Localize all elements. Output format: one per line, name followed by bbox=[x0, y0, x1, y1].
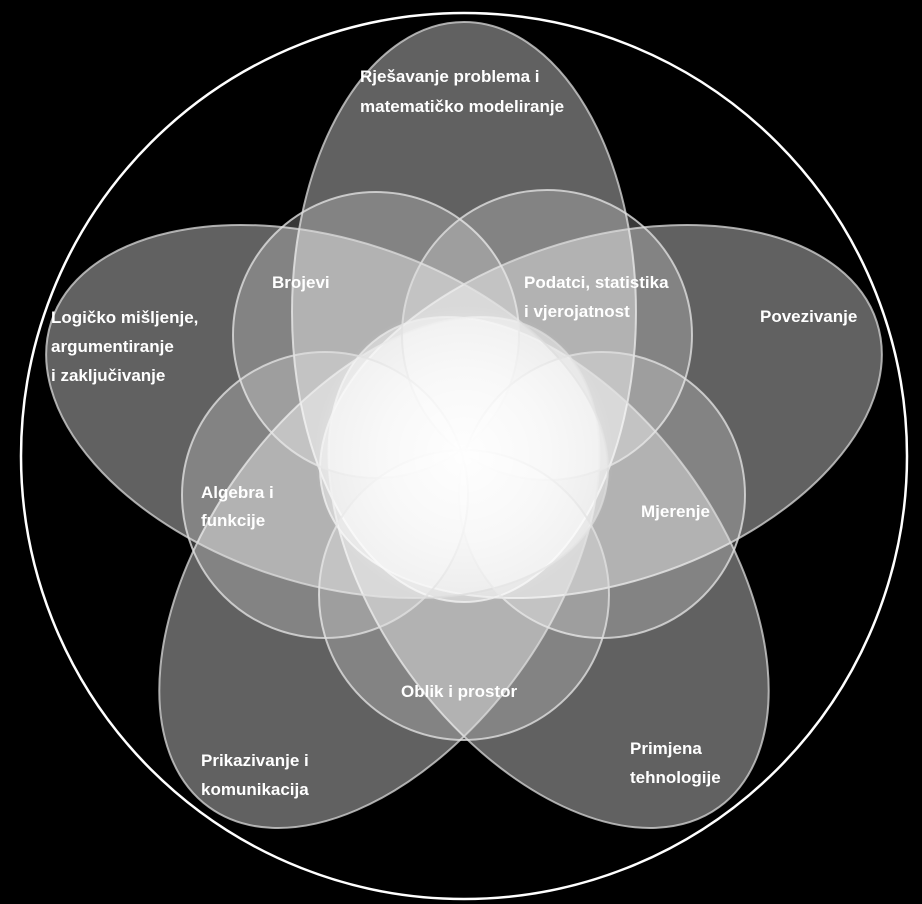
label-line: matematičko modeliranje bbox=[360, 97, 564, 116]
petal-lower-right-label: Primjena tehnologije bbox=[630, 739, 721, 787]
label-line: Algebra i bbox=[201, 483, 274, 502]
label-line: Primjena bbox=[630, 739, 702, 758]
petal-left-label: Logičko mišljenje, argumentiranje i zakl… bbox=[51, 308, 203, 385]
label-line: komunikacija bbox=[201, 780, 309, 799]
label-line: i zaključivanje bbox=[51, 366, 165, 385]
label-line: Oblik i prostor bbox=[401, 682, 518, 701]
outer-boundary-circle bbox=[19, 11, 909, 901]
circle-right-label: Mjerenje bbox=[641, 502, 710, 521]
label-line: Rješavanje problema i bbox=[360, 67, 540, 86]
label-line: Prikazivanje i bbox=[201, 751, 309, 770]
center-glow bbox=[314, 305, 614, 605]
circle-bottom-label: Oblik i prostor bbox=[401, 682, 518, 701]
petal-lower-left-label: Prikazivanje i komunikacija bbox=[201, 751, 313, 799]
label-line: tehnologije bbox=[630, 768, 721, 787]
label-line: funkcije bbox=[201, 511, 265, 530]
label-line: Povezivanje bbox=[760, 307, 857, 326]
label-line: Podatci, statistika bbox=[524, 273, 669, 292]
label-line: Brojevi bbox=[272, 273, 330, 292]
label-line: Mjerenje bbox=[641, 502, 710, 521]
circle-upper-left-label: Brojevi bbox=[272, 273, 330, 292]
circle-left-label: Algebra i funkcije bbox=[201, 483, 278, 530]
label-line: argumentiranje bbox=[51, 337, 174, 356]
circle-upper-right-label: Podatci, statistika i vjerojatnost bbox=[524, 273, 673, 321]
petal-top-label: Rješavanje problema i matematičko modeli… bbox=[360, 67, 564, 116]
petal-right-label: Povezivanje bbox=[760, 307, 857, 326]
label-line: Logičko mišljenje, bbox=[51, 308, 198, 327]
label-line: i vjerojatnost bbox=[524, 302, 630, 321]
